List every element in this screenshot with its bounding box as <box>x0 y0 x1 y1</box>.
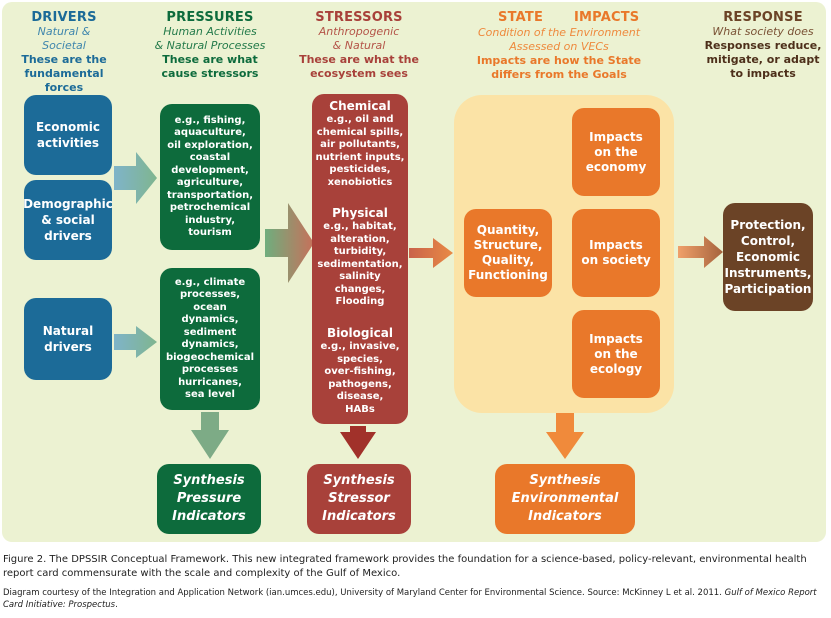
stressor-biological-text: e.g., invasive, species, over-fishing, p… <box>320 341 400 415</box>
arrow-stressors-down <box>340 426 376 459</box>
state-title: STATE <box>498 10 544 25</box>
pressures-natural-processes: e.g., climate processes, ocean dynamics,… <box>160 268 260 410</box>
driver-demographic-social: Demographic & social drivers <box>23 180 113 260</box>
drivers-description: These are the fundamental forces <box>21 53 107 94</box>
arrow-stressors-to-state <box>409 238 453 268</box>
drivers-title: DRIVERS <box>31 10 97 25</box>
credit-text: Diagram courtesy of the Integration and … <box>3 588 725 598</box>
arrow-drivers-to-pressures-top <box>114 152 157 204</box>
state-subtitle: Condition of the Environment Assessed on… <box>477 26 641 53</box>
stressor-biological-title: Biological <box>327 326 393 340</box>
impacts-title: IMPACTS <box>574 10 640 25</box>
state-impacts-titles: STATE IMPACTS <box>446 10 672 26</box>
stressor-physical-text: e.g., habitat, alteration, turbidity, se… <box>317 221 403 308</box>
arrow-drivers-to-pressures-bottom <box>114 326 157 358</box>
response-description: Responses reduce, mitigate, or adapt to … <box>704 39 822 80</box>
state-description: Impacts are how the State differs from t… <box>476 54 642 81</box>
stressor-biological: Biological e.g., invasive, species, over… <box>320 326 399 416</box>
stressors-box: Chemical e.g., oil and chemical spills, … <box>312 94 408 424</box>
response-box: Protection, Control, Economic Instrument… <box>723 203 813 311</box>
impact-ecology: Impacts on the ecology <box>572 310 660 398</box>
state-box: Quantity, Structure, Quality, Functionin… <box>464 209 552 297</box>
figure-credit: Diagram courtesy of the Integration and … <box>3 587 828 611</box>
pressures-header: PRESSURES Human Activities & Natural Pro… <box>140 10 280 81</box>
credit-title: Gulf of Mexico Report Card Initiative: P… <box>3 588 817 610</box>
stressors-header: STRESSORS Anthropogenic & Natural These … <box>288 10 430 81</box>
synthesis-stressor-indicators: Synthesis Stressor Indicators <box>307 464 411 534</box>
response-header: RESPONSE What society does Responses red… <box>696 10 830 81</box>
response-subtitle: What society does <box>712 25 814 38</box>
credit-end: . <box>115 600 118 610</box>
stressor-chemical: Chemical e.g., oil and chemical spills, … <box>316 99 405 189</box>
pressures-description: These are what cause stressors <box>161 53 259 80</box>
driver-natural: Natural drivers <box>24 298 112 380</box>
stressor-chemical-title: Chemical <box>329 99 391 113</box>
arrows-layer <box>114 152 723 459</box>
stressor-physical-title: Physical <box>332 206 388 221</box>
state-impacts-header: STATE IMPACTS Condition of the Environme… <box>446 10 672 82</box>
stressors-subtitle: Anthropogenic & Natural <box>318 25 400 52</box>
arrow-state-down <box>546 412 584 459</box>
drivers-subtitle: Natural & Societal <box>37 25 91 52</box>
synthesis-pressure-indicators: Synthesis Pressure Indicators <box>157 464 261 534</box>
impact-economy: Impacts on the economy <box>572 108 660 196</box>
pressures-subtitle: Human Activities & Natural Processes <box>154 25 266 52</box>
arrow-pressures-down <box>191 412 229 459</box>
arrow-state-to-response <box>678 236 723 268</box>
impact-society: Impacts on society <box>572 209 660 297</box>
driver-economic-activities: Economic activities <box>24 95 112 175</box>
pressures-title: PRESSURES <box>166 10 254 25</box>
synthesis-environmental-indicators: Synthesis Environmental Indicators <box>495 464 635 534</box>
stressors-description: These are what the ecosystem sees <box>299 53 419 80</box>
drivers-header: DRIVERS Natural & Societal These are the… <box>6 10 122 95</box>
response-title: RESPONSE <box>723 10 803 25</box>
figure-caption: Figure 2. The DPSSIR Conceptual Framewor… <box>3 554 807 579</box>
diagram-panel <box>2 2 826 542</box>
stressor-chemical-text: e.g., oil and chemical spills, air pollu… <box>315 114 405 188</box>
stressor-physical: Physical e.g., habitat, alteration, turb… <box>317 206 402 309</box>
stressors-title: STRESSORS <box>315 10 403 25</box>
pressures-human-activities: e.g., fishing, aquaculture, oil explorat… <box>160 104 260 250</box>
arrow-pressures-to-stressors <box>265 203 314 283</box>
